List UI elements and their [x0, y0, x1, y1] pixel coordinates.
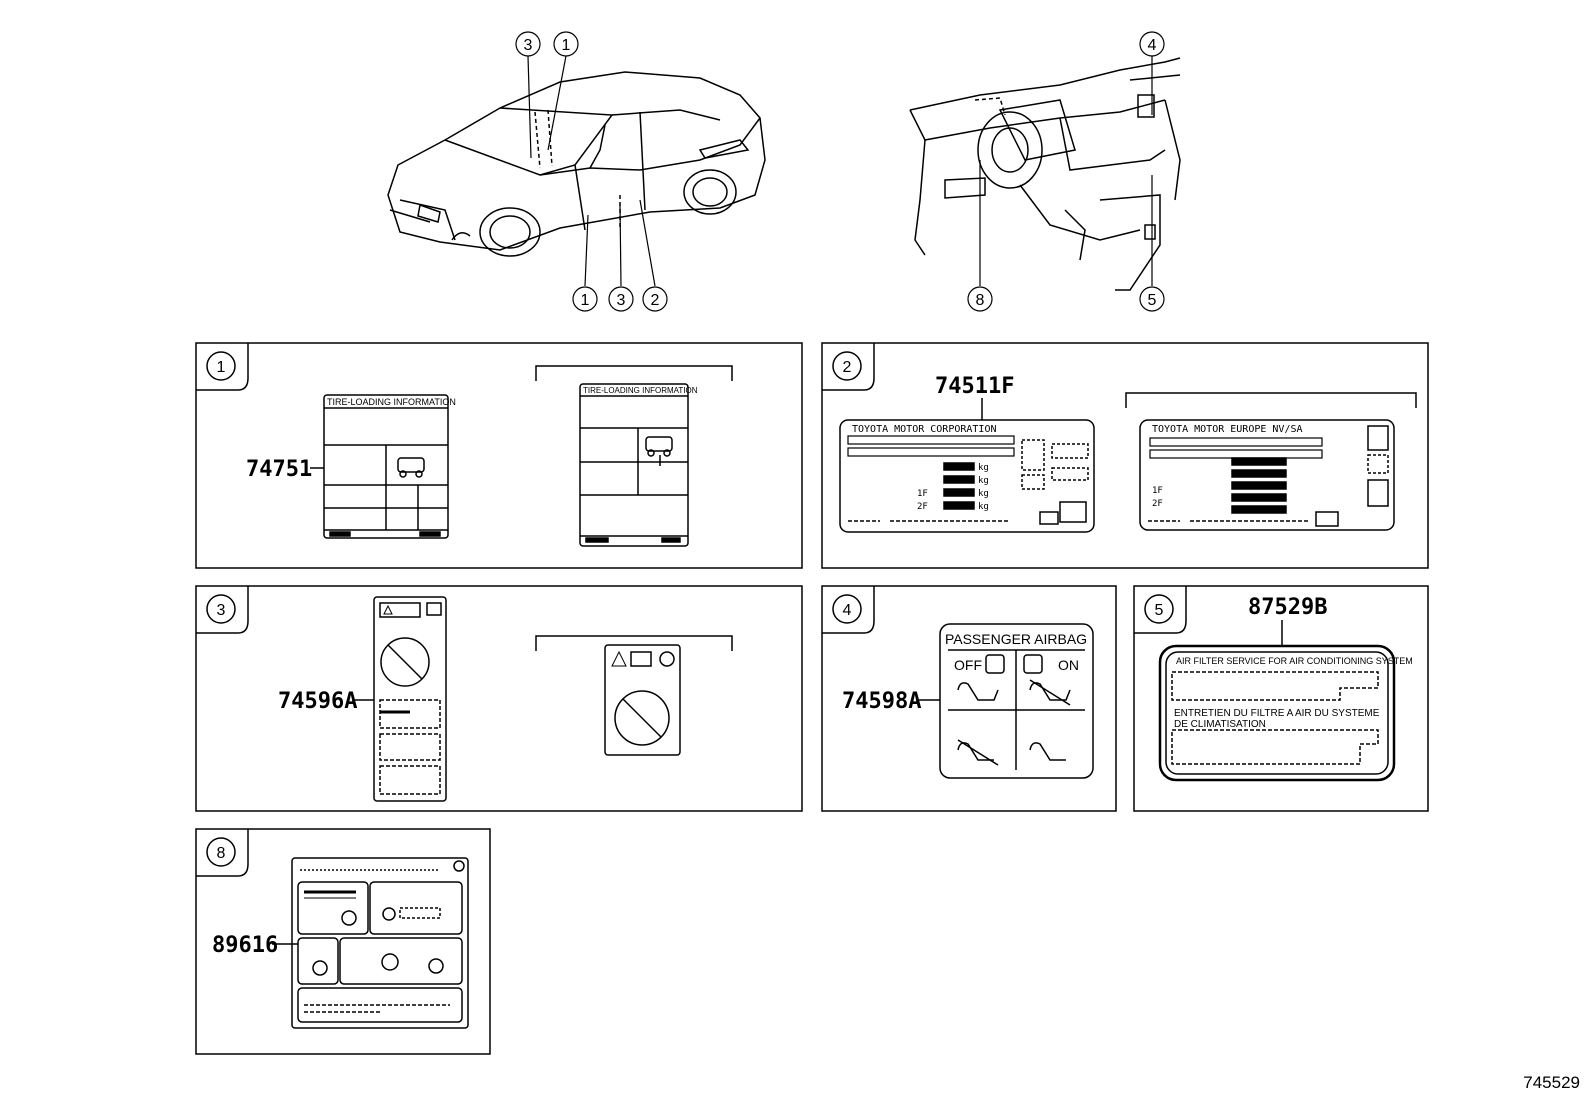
label-title-alt: TIRE-LOADING INFORMATION: [583, 386, 698, 395]
unit-kg: kg: [978, 489, 989, 499]
airbag-warning-label-alt: [604, 644, 681, 756]
callout-circle: [572, 286, 598, 312]
row-1f: 1F: [917, 489, 928, 499]
callout-number: 3: [617, 292, 626, 309]
panel-8: [195, 828, 491, 1055]
row-2f: 2F: [1152, 499, 1163, 509]
callout-number: 1: [581, 292, 590, 309]
air-filter-label: [1158, 644, 1396, 782]
airbag-warning-label: [373, 596, 447, 802]
label-line: DE CLIMATISATION: [1174, 719, 1266, 730]
airbag-on: ON: [1058, 657, 1079, 673]
panel-callout: 2: [843, 359, 852, 376]
part-number: 74596A: [278, 689, 357, 714]
row-2f: 2F: [917, 502, 928, 512]
label-line: ENTRETIEN DU FILTRE A AIR DU SYSTEME: [1174, 708, 1380, 719]
callout-circle: [642, 286, 668, 312]
figure-id: 745529: [1523, 1073, 1580, 1092]
panel-1: [195, 342, 803, 569]
panel-5: [1133, 585, 1429, 812]
callout-circle: [608, 286, 634, 312]
passenger-airbag-label: [939, 623, 1094, 779]
maker-name-alt: TOYOTA MOTOR EUROPE NV/SA: [1152, 424, 1303, 435]
callout-circle: [515, 31, 541, 57]
callout-number: 8: [976, 292, 985, 309]
dash-callout-leaders: [967, 31, 1165, 312]
part-number: 87529B: [1248, 595, 1327, 620]
unit-kg: kg: [978, 502, 989, 512]
car-illustration: [387, 71, 766, 257]
callout-number: 3: [524, 37, 533, 54]
car-callout-leaders: [515, 31, 668, 312]
callout-number: 4: [1148, 37, 1157, 54]
panel-4: [821, 585, 1117, 812]
smart-key-label: [291, 857, 469, 1029]
panel-callout: 3: [217, 602, 226, 619]
tire-loading-label: [323, 394, 449, 539]
row-1f: 1F: [1152, 486, 1163, 496]
panel-callout: 5: [1155, 602, 1164, 619]
part-number: 74751: [246, 457, 312, 482]
panel-callout: 8: [217, 845, 226, 862]
callout-circle: [553, 31, 579, 57]
panel-callout: 4: [843, 602, 852, 619]
callout-number: 1: [562, 37, 571, 54]
panel-3: [195, 585, 803, 812]
maker-name: TOYOTA MOTOR CORPORATION: [852, 424, 997, 435]
callout-number: 5: [1148, 292, 1157, 309]
vehicle-id-plate: [839, 419, 1095, 533]
unit-kg: kg: [978, 463, 989, 473]
vehicle-id-plate-alt: [1139, 419, 1395, 531]
part-number: 89616: [212, 933, 278, 958]
panel-callout: 1: [217, 359, 226, 376]
callout-number: 2: [651, 292, 660, 309]
panel-2: [821, 342, 1429, 569]
part-number: 74598A: [842, 689, 921, 714]
airbag-off: OFF: [954, 657, 982, 673]
airbag-title: PASSENGER AIRBAG: [945, 631, 1087, 647]
label-title: TIRE-LOADING INFORMATION: [327, 397, 456, 407]
unit-kg: kg: [978, 476, 989, 486]
part-number: 74511F: [935, 374, 1014, 399]
dashboard-illustration: [909, 57, 1181, 291]
label-line: AIR FILTER SERVICE FOR AIR CONDITIONING …: [1176, 656, 1413, 666]
tire-loading-label-alt: [579, 383, 689, 547]
